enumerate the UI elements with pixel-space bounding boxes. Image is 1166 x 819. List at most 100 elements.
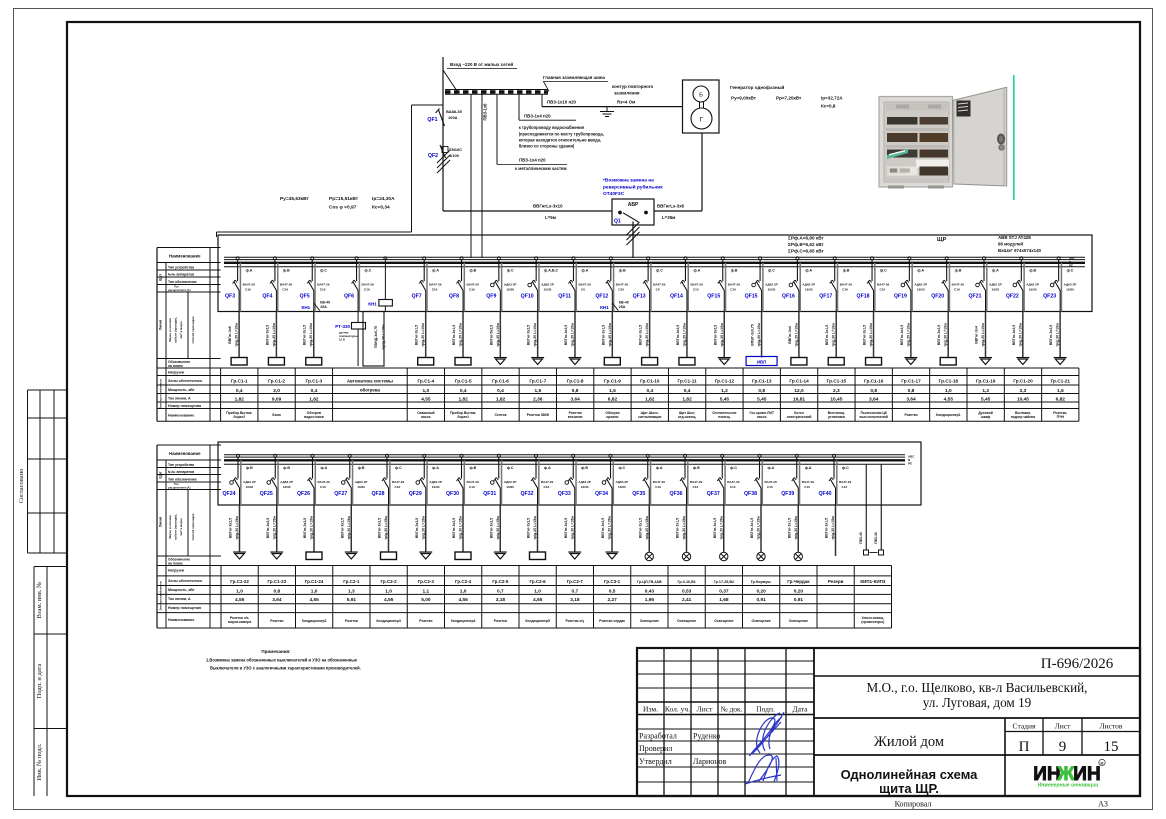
svg-text:С6: С6 xyxy=(581,287,585,291)
svg-text:Уличн.освещ.: Уличн.освещ. xyxy=(862,616,885,620)
svg-text:Скважный: Скважный xyxy=(417,411,435,415)
svg-text:1,82: 1,82 xyxy=(682,396,692,402)
svg-text:тр/д.20 L=10м: тр/д.20 L=10м xyxy=(757,323,761,347)
svg-text:ф.С: ф.С xyxy=(768,269,775,273)
svg-text:Номер помещения: Номер помещения xyxy=(168,606,201,610)
svg-text:Нагрузки: Нагрузки xyxy=(168,371,184,375)
svg-text:12 В: 12 В xyxy=(339,338,345,342)
svg-text:(прожекторы): (прожекторы) xyxy=(861,620,884,624)
svg-text:С16: С16 xyxy=(432,287,438,291)
svg-text:1,5: 1,5 xyxy=(1057,388,1064,394)
svg-text:0,7: 0,7 xyxy=(572,588,579,594)
svg-text:ф.А: ф.А xyxy=(693,269,700,273)
svg-text:Гр.С1-20: Гр.С1-20 xyxy=(1013,379,1033,384)
svg-text:Розетки: Розетки xyxy=(904,413,917,417)
svg-text:тр/д.20 L=10м: тр/д.20 L=10м xyxy=(944,323,948,347)
svg-text:которая находится относительно: которая находится относительно ввода, xyxy=(519,138,601,143)
svg-text:Гр.С1-10: Гр.С1-10 xyxy=(640,379,660,384)
svg-text:ВА47-29: ВА47-29 xyxy=(280,283,293,287)
svg-text:Гр.С1-16: Гр.С1-16 xyxy=(864,379,884,384)
svg-text:тр/д.20 L=10м: тр/д.20 L=10м xyxy=(570,323,574,347)
svg-text:QF7: QF7 xyxy=(412,294,422,300)
svg-text:3,64: 3,64 xyxy=(272,597,282,603)
svg-text:ф.А: ф.А xyxy=(768,466,775,470)
svg-text:П: П xyxy=(1019,739,1030,755)
svg-text:Рр=7,20кВт: Рр=7,20кВт xyxy=(776,96,802,101)
svg-text:Гр.С1-8: Гр.С1-8 xyxy=(567,379,584,384)
svg-text:5,45: 5,45 xyxy=(757,396,767,402)
svg-text:ВВГнг-3х1,5: ВВГнг-3х1,5 xyxy=(750,518,754,539)
svg-text:ВВГнг-3х2,5: ВВГнг-3х2,5 xyxy=(527,325,531,346)
svg-text:QF1: QF1 xyxy=(427,117,437,123)
svg-text:ВА47-29: ВА47-29 xyxy=(839,480,852,484)
svg-text:(присоединяется по месту трубо: (присоединяется по месту трубопровода, xyxy=(519,132,604,137)
svg-text:QF27: QF27 xyxy=(334,491,347,497)
svg-text:Гр.С1-21: Гр.С1-21 xyxy=(1051,379,1071,384)
svg-text:ПВЗ-1х10 п20: ПВЗ-1х10 п20 xyxy=(547,100,577,105)
svg-text:С16: С16 xyxy=(364,287,370,291)
svg-text:Мощность, кВт: Мощность, кВт xyxy=(168,388,195,392)
svg-text:Обозначение: Обозначение xyxy=(168,557,190,561)
svg-text:Гр.С2-5: Гр.С2-5 xyxy=(492,579,509,584)
svg-text:Способ прокладки: Способ прокладки xyxy=(191,316,195,343)
svg-text:Тип устройства: Тип устройства xyxy=(168,463,194,467)
svg-text:тр/д.20 L=10м: тр/д.20 L=10м xyxy=(794,323,798,347)
svg-text:внешние: внешние xyxy=(568,415,583,419)
svg-text:кабеля (проводн),: кабеля (проводн), xyxy=(174,317,178,343)
svg-text:QF19: QF19 xyxy=(894,294,907,300)
svg-text:10,45: 10,45 xyxy=(830,396,842,402)
svg-text:Освещение: Освещение xyxy=(714,619,733,623)
svg-text:ПВНД-3х0,75: ПВНД-3х0,75 xyxy=(374,326,378,348)
svg-text:С16: С16 xyxy=(469,287,475,291)
svg-text:ИН: ИН xyxy=(1033,764,1060,785)
svg-text:QF22: QF22 xyxy=(1006,294,1019,300)
svg-text:АВС: АВС xyxy=(1069,257,1076,261)
svg-text:QF31: QF31 xyxy=(483,491,496,497)
svg-text:0,4: 0,4 xyxy=(684,388,691,394)
svg-text:Подп. и дата: Подп. и дата xyxy=(36,664,43,699)
svg-text:С10: С10 xyxy=(730,287,736,291)
svg-text:ВВГнг-3х2,5: ВВГнг-3х2,5 xyxy=(303,518,307,539)
svg-text:L=35м: L=35м xyxy=(662,215,675,220)
svg-text:1,0: 1,0 xyxy=(236,588,243,594)
svg-text:Освещение: Освещение xyxy=(677,619,696,623)
svg-text:Щит Шсл.: Щит Шсл. xyxy=(679,411,696,415)
svg-text:Кс=0,8: Кс=0,8 xyxy=(821,104,836,109)
svg-text:Вытяжка,: Вытяжка, xyxy=(1015,411,1031,415)
svg-text:Гр.С1-3: Гр.С1-3 xyxy=(305,379,322,384)
svg-text:РТ-330: РТ-330 xyxy=(335,324,350,329)
svg-text:Лист: Лист xyxy=(697,705,713,714)
svg-text:контур повторного: контур повторного xyxy=(612,84,654,89)
svg-text:QF11: QF11 xyxy=(558,294,571,300)
svg-text:Розетки: Розетки xyxy=(494,619,507,623)
svg-text:Гр.ЦЛ,ГВ,4АВ: Гр.ЦЛ,ГВ,4АВ xyxy=(637,580,662,584)
svg-text:С16: С16 xyxy=(842,287,848,291)
svg-text:ВА47-29: ВА47-29 xyxy=(653,283,666,287)
svg-text:Гр.С2-1: Гр.С2-1 xyxy=(343,579,360,584)
svg-text:QF21: QF21 xyxy=(969,294,982,300)
svg-text:Щит: Щит xyxy=(159,274,163,282)
svg-text:ABB STJ AT42E: ABB STJ AT42E xyxy=(998,235,1031,240)
svg-text:Примечания:: Примечания: xyxy=(261,649,291,654)
svg-text:ВВГнг-3х2,5: ВВГнг-3х2,5 xyxy=(937,325,941,346)
svg-text:ВА47-29: ВА47-29 xyxy=(765,480,778,484)
svg-text:0,8: 0,8 xyxy=(758,388,765,394)
svg-text:ф.В: ф.В xyxy=(470,269,477,273)
svg-text:АД63 2Р: АД63 2Р xyxy=(243,480,256,484)
svg-text:тр/д.20 L=15м: тр/д.20 L=15м xyxy=(719,516,723,540)
svg-text:мм² и марка: мм² и марка xyxy=(179,518,183,536)
svg-text:QF26: QF26 xyxy=(297,491,310,497)
svg-text:ВВГнг-3х1,5: ВВГнг-3х1,5 xyxy=(676,518,680,539)
svg-text:ф.А: ф.А xyxy=(432,466,439,470)
svg-text:1,1: 1,1 xyxy=(423,588,430,594)
svg-text:3,64: 3,64 xyxy=(570,396,580,402)
svg-text:Гр.С2-2: Гр.С2-2 xyxy=(381,579,398,584)
svg-text:тр/д.20 L=10м: тр/д.20 L=10м xyxy=(496,323,500,347)
svg-text:обогрева: обогрева xyxy=(360,388,381,393)
svg-text:тр/д.20 L=15м: тр/д.20 L=15м xyxy=(421,516,425,540)
svg-text:16/30: 16/30 xyxy=(246,485,254,489)
svg-text:щита ЩР.: щита ЩР. xyxy=(879,781,939,796)
svg-text:Согласовано: Согласовано xyxy=(18,469,25,504)
svg-text:С10: С10 xyxy=(767,485,773,489)
svg-text:ВВГнг-3х1,5: ВВГнг-3х1,5 xyxy=(415,325,419,346)
